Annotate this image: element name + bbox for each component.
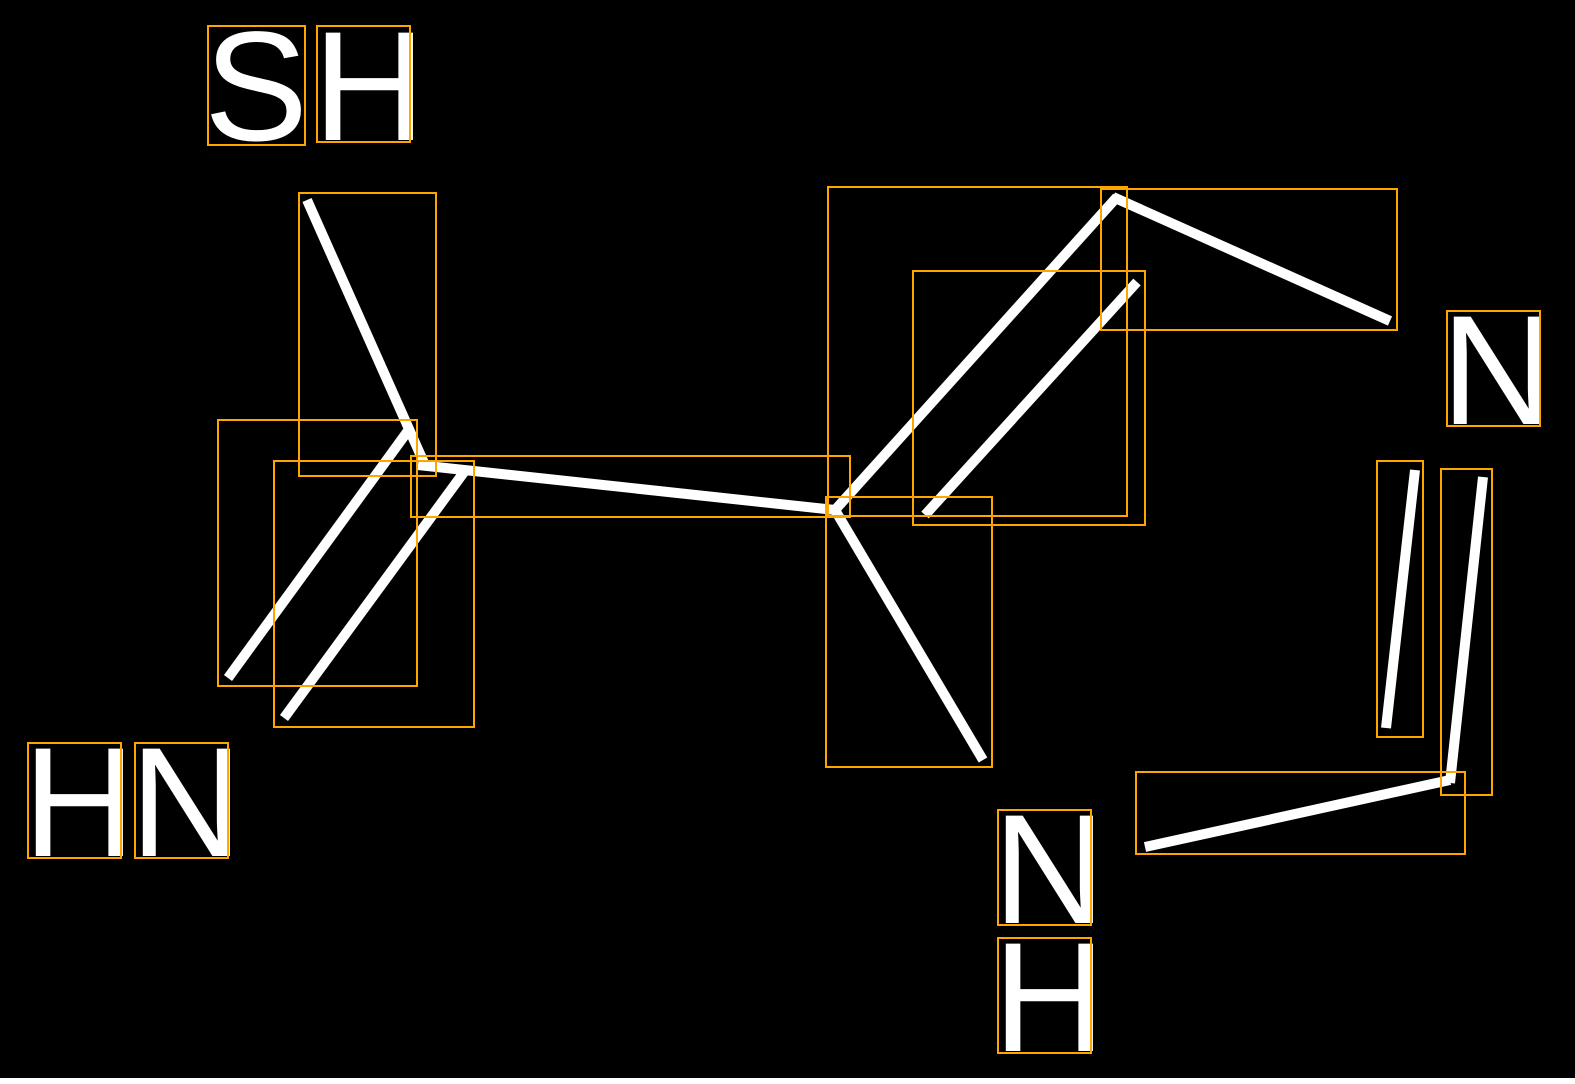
atom-n-left: N — [130, 716, 243, 890]
box-atom-h-top — [316, 25, 411, 143]
box-bond — [1376, 460, 1424, 738]
detection-boxes — [27, 25, 1541, 1054]
atom-n-right: N — [1441, 284, 1554, 458]
box-atom-s — [207, 25, 306, 146]
bond — [1143, 775, 1452, 852]
atom-h-left: H — [23, 716, 136, 890]
bond — [831, 193, 1121, 514]
box-bond — [273, 460, 475, 728]
box-bond — [298, 192, 437, 477]
bond — [417, 460, 836, 515]
box-bond — [825, 496, 993, 768]
box-bond — [912, 270, 1146, 526]
bond — [1445, 476, 1488, 784]
bottom-edge — [0, 1078, 1575, 1084]
box-atom-n-bottom — [997, 809, 1092, 926]
box-bond — [1440, 468, 1493, 796]
bond — [1381, 469, 1420, 729]
box-atom-n-right — [1446, 310, 1541, 427]
box-bond — [1135, 771, 1466, 855]
box-atom-h-left — [27, 742, 122, 859]
bond — [1110, 192, 1393, 326]
box-bond — [827, 186, 1128, 517]
bond — [279, 465, 472, 721]
bond — [830, 507, 988, 763]
atom-h-top: H — [313, 0, 426, 174]
bonds — [223, 192, 1488, 852]
atom-n-bottom: N — [993, 783, 1106, 957]
atoms: S H N H N N H — [23, 0, 1554, 1084]
atom-h-bottom: H — [993, 911, 1106, 1084]
box-bond — [410, 455, 851, 518]
box-atom-n-left — [134, 742, 229, 859]
box-atom-h-bottom — [997, 937, 1092, 1054]
box-bond — [217, 419, 418, 687]
bond — [223, 425, 415, 681]
box-bond — [1100, 188, 1398, 331]
